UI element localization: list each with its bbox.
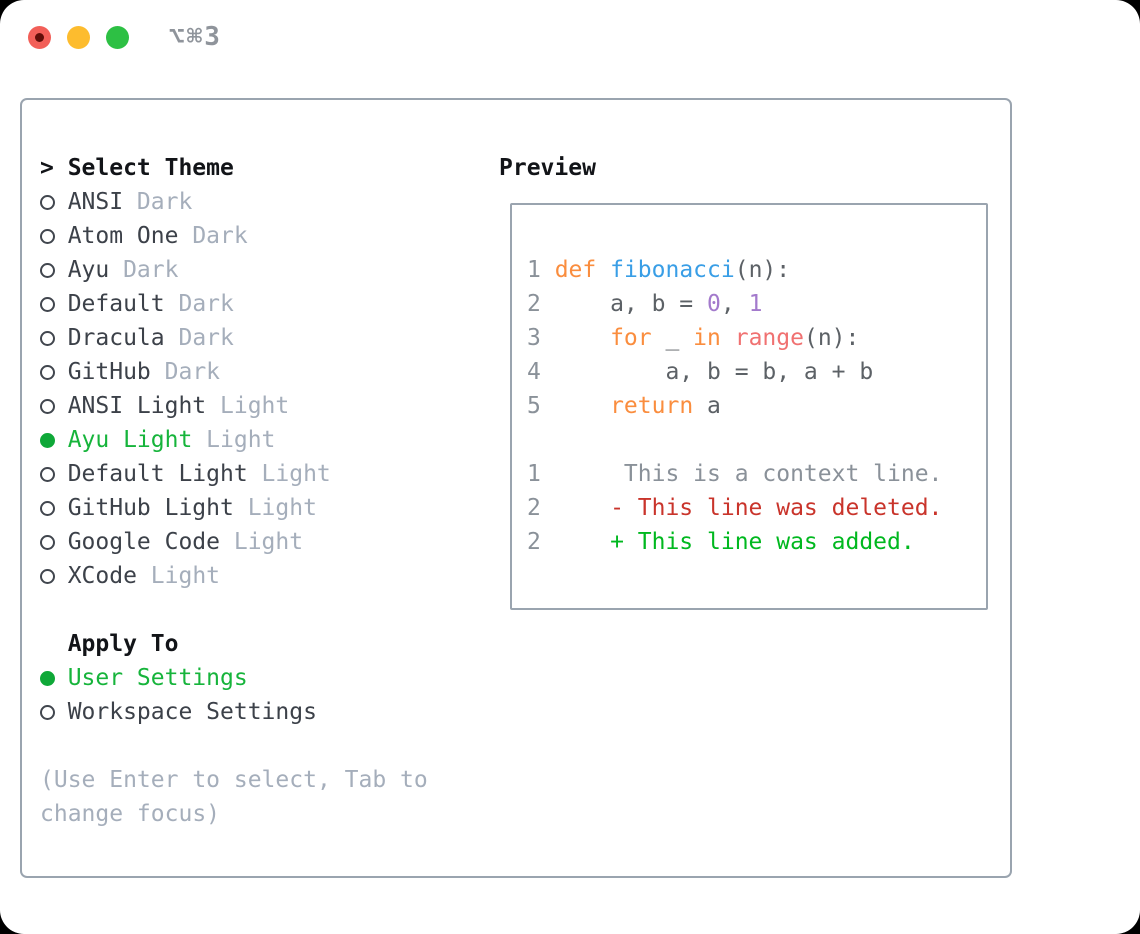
select-theme-title: Select Theme: [67, 155, 234, 181]
close-button[interactable]: [28, 25, 51, 49]
item-variant: Light: [206, 427, 276, 453]
titlebar: ⌥⌘3: [0, 0, 1140, 74]
radio-icon: [40, 365, 55, 380]
item-variant: Light: [247, 495, 317, 521]
theme-item-default-light[interactable]: Default Light Light: [40, 457, 440, 491]
theme-item-ayu[interactable]: Ayu Dark: [40, 253, 440, 287]
code-line: 2 a, b = 0, 1: [527, 287, 986, 321]
item-label: GitHub Light: [67, 495, 234, 521]
line-number: 2: [527, 529, 541, 555]
traffic-lights: [28, 25, 129, 49]
item-label: Ayu: [67, 257, 110, 283]
item-label: Workspace Settings: [67, 699, 317, 725]
item-variant: Light: [150, 563, 221, 589]
diff-line-context: 1 This is a context line.: [527, 457, 986, 491]
diff-line-added: 2 + This line was added.: [527, 525, 986, 559]
code-line: 4 a, b = b, a + b: [527, 355, 986, 389]
item-label: Atom One: [67, 223, 179, 249]
item-variant: Dark: [178, 325, 234, 351]
item-label: ANSI: [67, 189, 124, 215]
radio-icon: [40, 569, 55, 584]
help-text: (Use Enter to select, Tab to change focu…: [40, 767, 428, 827]
item-label: GitHub: [67, 359, 151, 385]
diff-text: - This line was deleted.: [554, 495, 943, 521]
line-number: 5: [527, 393, 541, 419]
radio-icon: [40, 297, 55, 312]
radio-selected-icon: [40, 433, 55, 448]
item-label: User Settings: [67, 665, 248, 691]
item-variant: Dark: [136, 189, 193, 215]
line-number: 2: [527, 495, 541, 521]
apply-option-user-settings[interactable]: User Settings: [40, 661, 440, 695]
radio-icon: [40, 467, 55, 482]
code-line: 3 for _ in range(n):: [527, 321, 986, 355]
theme-item-github-light[interactable]: GitHub Light Light: [40, 491, 440, 525]
preview-title: Preview: [499, 155, 596, 181]
minimize-button[interactable]: [67, 25, 90, 49]
item-variant: Dark: [192, 223, 248, 249]
radio-selected-icon: [40, 671, 55, 686]
item-label: ANSI Light: [67, 393, 207, 419]
apply-to-title: Apply To: [67, 631, 179, 657]
item-label: XCode: [67, 563, 137, 589]
item-variant: Light: [233, 529, 304, 555]
maximize-button[interactable]: [106, 25, 129, 49]
cursor-arrow-icon: >: [40, 155, 54, 181]
item-variant: Light: [220, 393, 290, 419]
diff-preview: 1 This is a context line.2 - This line w…: [527, 457, 986, 559]
item-variant: Light: [261, 461, 331, 487]
diff-text: + This line was added.: [554, 529, 915, 555]
item-label: Google Code: [67, 529, 221, 555]
theme-item-ansi-light[interactable]: ANSI Light Light: [40, 389, 440, 423]
radio-icon: [40, 263, 55, 278]
radio-icon: [40, 399, 55, 414]
radio-icon: [40, 501, 55, 516]
radio-icon: [40, 535, 55, 550]
item-label: Dracula: [67, 325, 165, 351]
line-number: 1: [527, 461, 541, 487]
item-label: Default: [67, 291, 165, 317]
theme-item-ansi[interactable]: ANSI Dark: [40, 185, 440, 219]
close-dot-icon: [35, 32, 44, 42]
line-number: 2: [527, 291, 541, 317]
item-variant: Dark: [123, 257, 179, 283]
item-label: Ayu Light: [67, 427, 193, 453]
item-variant: Dark: [164, 359, 221, 385]
theme-item-ayu-light[interactable]: Ayu Light Light: [40, 423, 440, 457]
apply-to-title-row: Apply To: [40, 627, 440, 661]
theme-item-xcode[interactable]: XCode Light: [40, 559, 440, 593]
theme-item-default[interactable]: Default Dark: [40, 287, 440, 321]
theme-item-dracula[interactable]: Dracula Dark: [40, 321, 440, 355]
diff-text: This is a context line.: [554, 461, 943, 487]
window-shortcut-label: ⌥⌘3: [169, 22, 222, 52]
preview-blank-line: [527, 423, 986, 457]
line-number: 4: [527, 359, 541, 385]
theme-item-github[interactable]: GitHub Dark: [40, 355, 440, 389]
radio-icon: [40, 195, 55, 210]
item-variant: Dark: [178, 291, 234, 317]
diff-line-deleted: 2 - This line was deleted.: [527, 491, 986, 525]
code-line: 5 return a: [527, 389, 986, 423]
theme-item-google-code[interactable]: Google Code Light: [40, 525, 440, 559]
theme-item-atom-one[interactable]: Atom One Dark: [40, 219, 440, 253]
radio-icon: [40, 331, 55, 346]
line-number: 1: [527, 257, 541, 283]
select-theme-title-row: > Select Theme: [40, 151, 440, 185]
item-label: Default Light: [67, 461, 248, 487]
line-number: 3: [527, 325, 541, 351]
apply-option-workspace-settings[interactable]: Workspace Settings: [40, 695, 440, 729]
radio-icon: [40, 229, 55, 244]
radio-icon: [40, 705, 55, 720]
